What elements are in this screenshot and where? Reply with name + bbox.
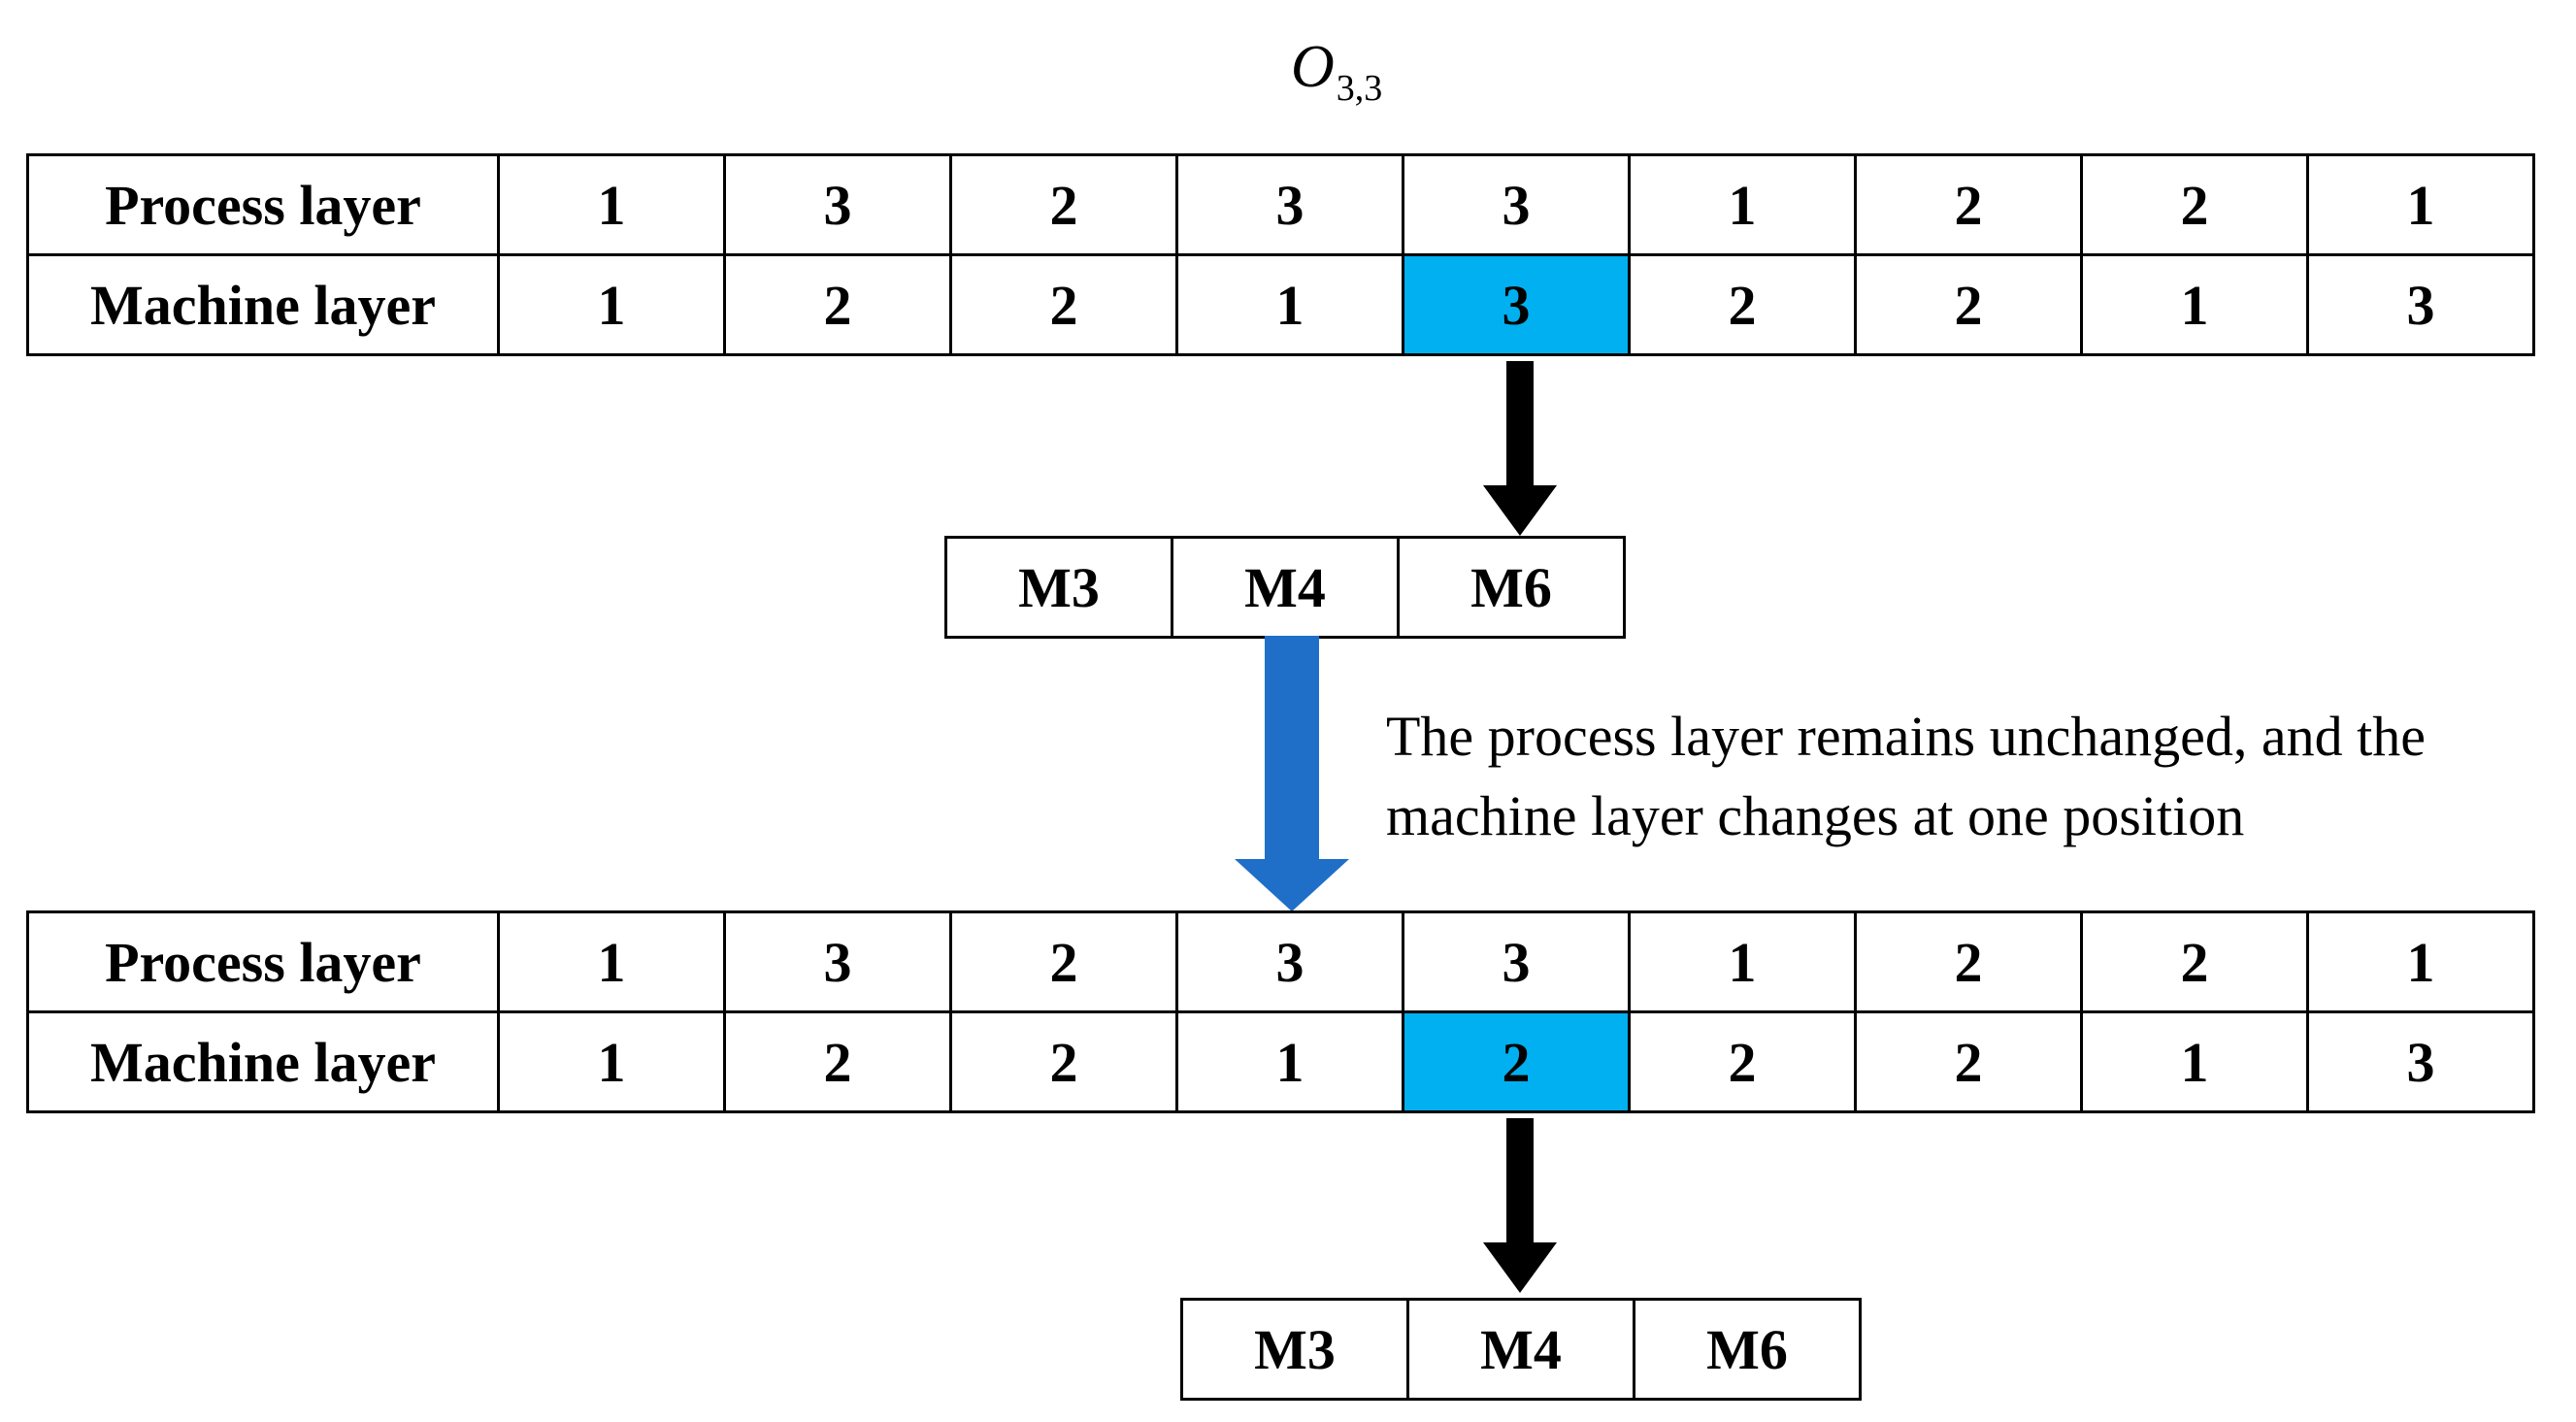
transition-arrow	[1235, 636, 1349, 911]
machine-option: M3	[1180, 1298, 1409, 1401]
machine-gene: 1	[1175, 253, 1404, 356]
machine-layer-label: Machine layer	[26, 1010, 500, 1113]
machine-gene: 2	[1628, 253, 1857, 356]
arrow-shaft	[1265, 636, 1319, 861]
process-gene: 3	[1175, 153, 1404, 256]
process-gene: 3	[1402, 153, 1631, 256]
machine-gene-highlighted: 2	[1402, 1010, 1631, 1113]
machine-option: M4	[1406, 1298, 1635, 1401]
machine-option: M6	[1633, 1298, 1862, 1401]
machine-gene-highlighted: 3	[1402, 253, 1631, 356]
process-gene: 1	[2306, 910, 2535, 1013]
arrow-head	[1483, 485, 1557, 536]
machine-gene: 2	[949, 1010, 1178, 1113]
process-gene: 1	[497, 910, 726, 1013]
process-gene: 3	[723, 153, 952, 256]
machine-gene: 1	[2080, 1010, 2309, 1113]
machine-gene: 3	[2306, 253, 2535, 356]
process-gene: 1	[1628, 910, 1857, 1013]
machine-option: M6	[1397, 536, 1626, 639]
process-layer-row: Process layer 1 3 2 3 3 1 2 2 1	[26, 153, 2535, 256]
process-layer-row: Process layer 1 3 2 3 3 1 2 2 1	[26, 910, 2535, 1013]
operation-subscript: 3,3	[1336, 68, 1383, 109]
arrow-shaft	[1506, 1118, 1534, 1244]
note-line-1: The process layer remains unchanged, and…	[1386, 705, 2426, 768]
machine-gene: 3	[2306, 1010, 2535, 1113]
machine-gene: 2	[723, 1010, 952, 1113]
process-gene: 2	[1854, 153, 2083, 256]
pointer-arrow-top	[1483, 361, 1557, 536]
machine-layer-row: Machine layer 1 2 2 1 3 2 2 1 3	[26, 253, 2535, 356]
machine-layer-label: Machine layer	[26, 253, 500, 356]
machine-options-before: M3 M4 M6	[944, 536, 1626, 639]
process-gene: 2	[949, 910, 1178, 1013]
arrow-head	[1235, 859, 1349, 911]
process-gene: 3	[1175, 910, 1404, 1013]
pointer-arrow-bottom	[1483, 1118, 1557, 1293]
arrow-head	[1483, 1242, 1557, 1293]
operation-label: O3,3	[1291, 34, 1382, 107]
machine-gene: 1	[497, 253, 726, 356]
machine-gene: 2	[723, 253, 952, 356]
operation-letter: O	[1291, 34, 1335, 100]
process-gene: 1	[497, 153, 726, 256]
process-gene: 1	[1628, 153, 1857, 256]
process-gene: 2	[949, 153, 1178, 256]
machine-gene: 2	[1854, 1010, 2083, 1113]
process-layer-label: Process layer	[26, 153, 500, 256]
arrow-shaft	[1506, 361, 1534, 487]
mutation-note: The process layer remains unchanged, and…	[1386, 697, 2570, 856]
machine-layer-row: Machine layer 1 2 2 1 2 2 2 1 3	[26, 1010, 2535, 1113]
process-gene: 2	[1854, 910, 2083, 1013]
process-gene: 3	[723, 910, 952, 1013]
chromosome-before: Process layer 1 3 2 3 3 1 2 2 1 Machine …	[26, 153, 2535, 356]
process-gene: 3	[1402, 910, 1631, 1013]
process-gene: 2	[2080, 153, 2309, 256]
process-layer-label: Process layer	[26, 910, 500, 1013]
machine-option: M4	[1171, 536, 1400, 639]
machine-gene: 1	[497, 1010, 726, 1113]
machine-gene: 1	[2080, 253, 2309, 356]
machine-options-after: M3 M4 M6	[1180, 1298, 1862, 1401]
machine-option: M3	[944, 536, 1173, 639]
machine-gene: 2	[949, 253, 1178, 356]
chromosome-after: Process layer 1 3 2 3 3 1 2 2 1 Machine …	[26, 910, 2535, 1113]
machine-gene: 2	[1854, 253, 2083, 356]
note-line-2: machine layer changes at one position	[1386, 784, 2245, 847]
machine-gene: 1	[1175, 1010, 1404, 1113]
process-gene: 2	[2080, 910, 2309, 1013]
machine-gene: 2	[1628, 1010, 1857, 1113]
process-gene: 1	[2306, 153, 2535, 256]
